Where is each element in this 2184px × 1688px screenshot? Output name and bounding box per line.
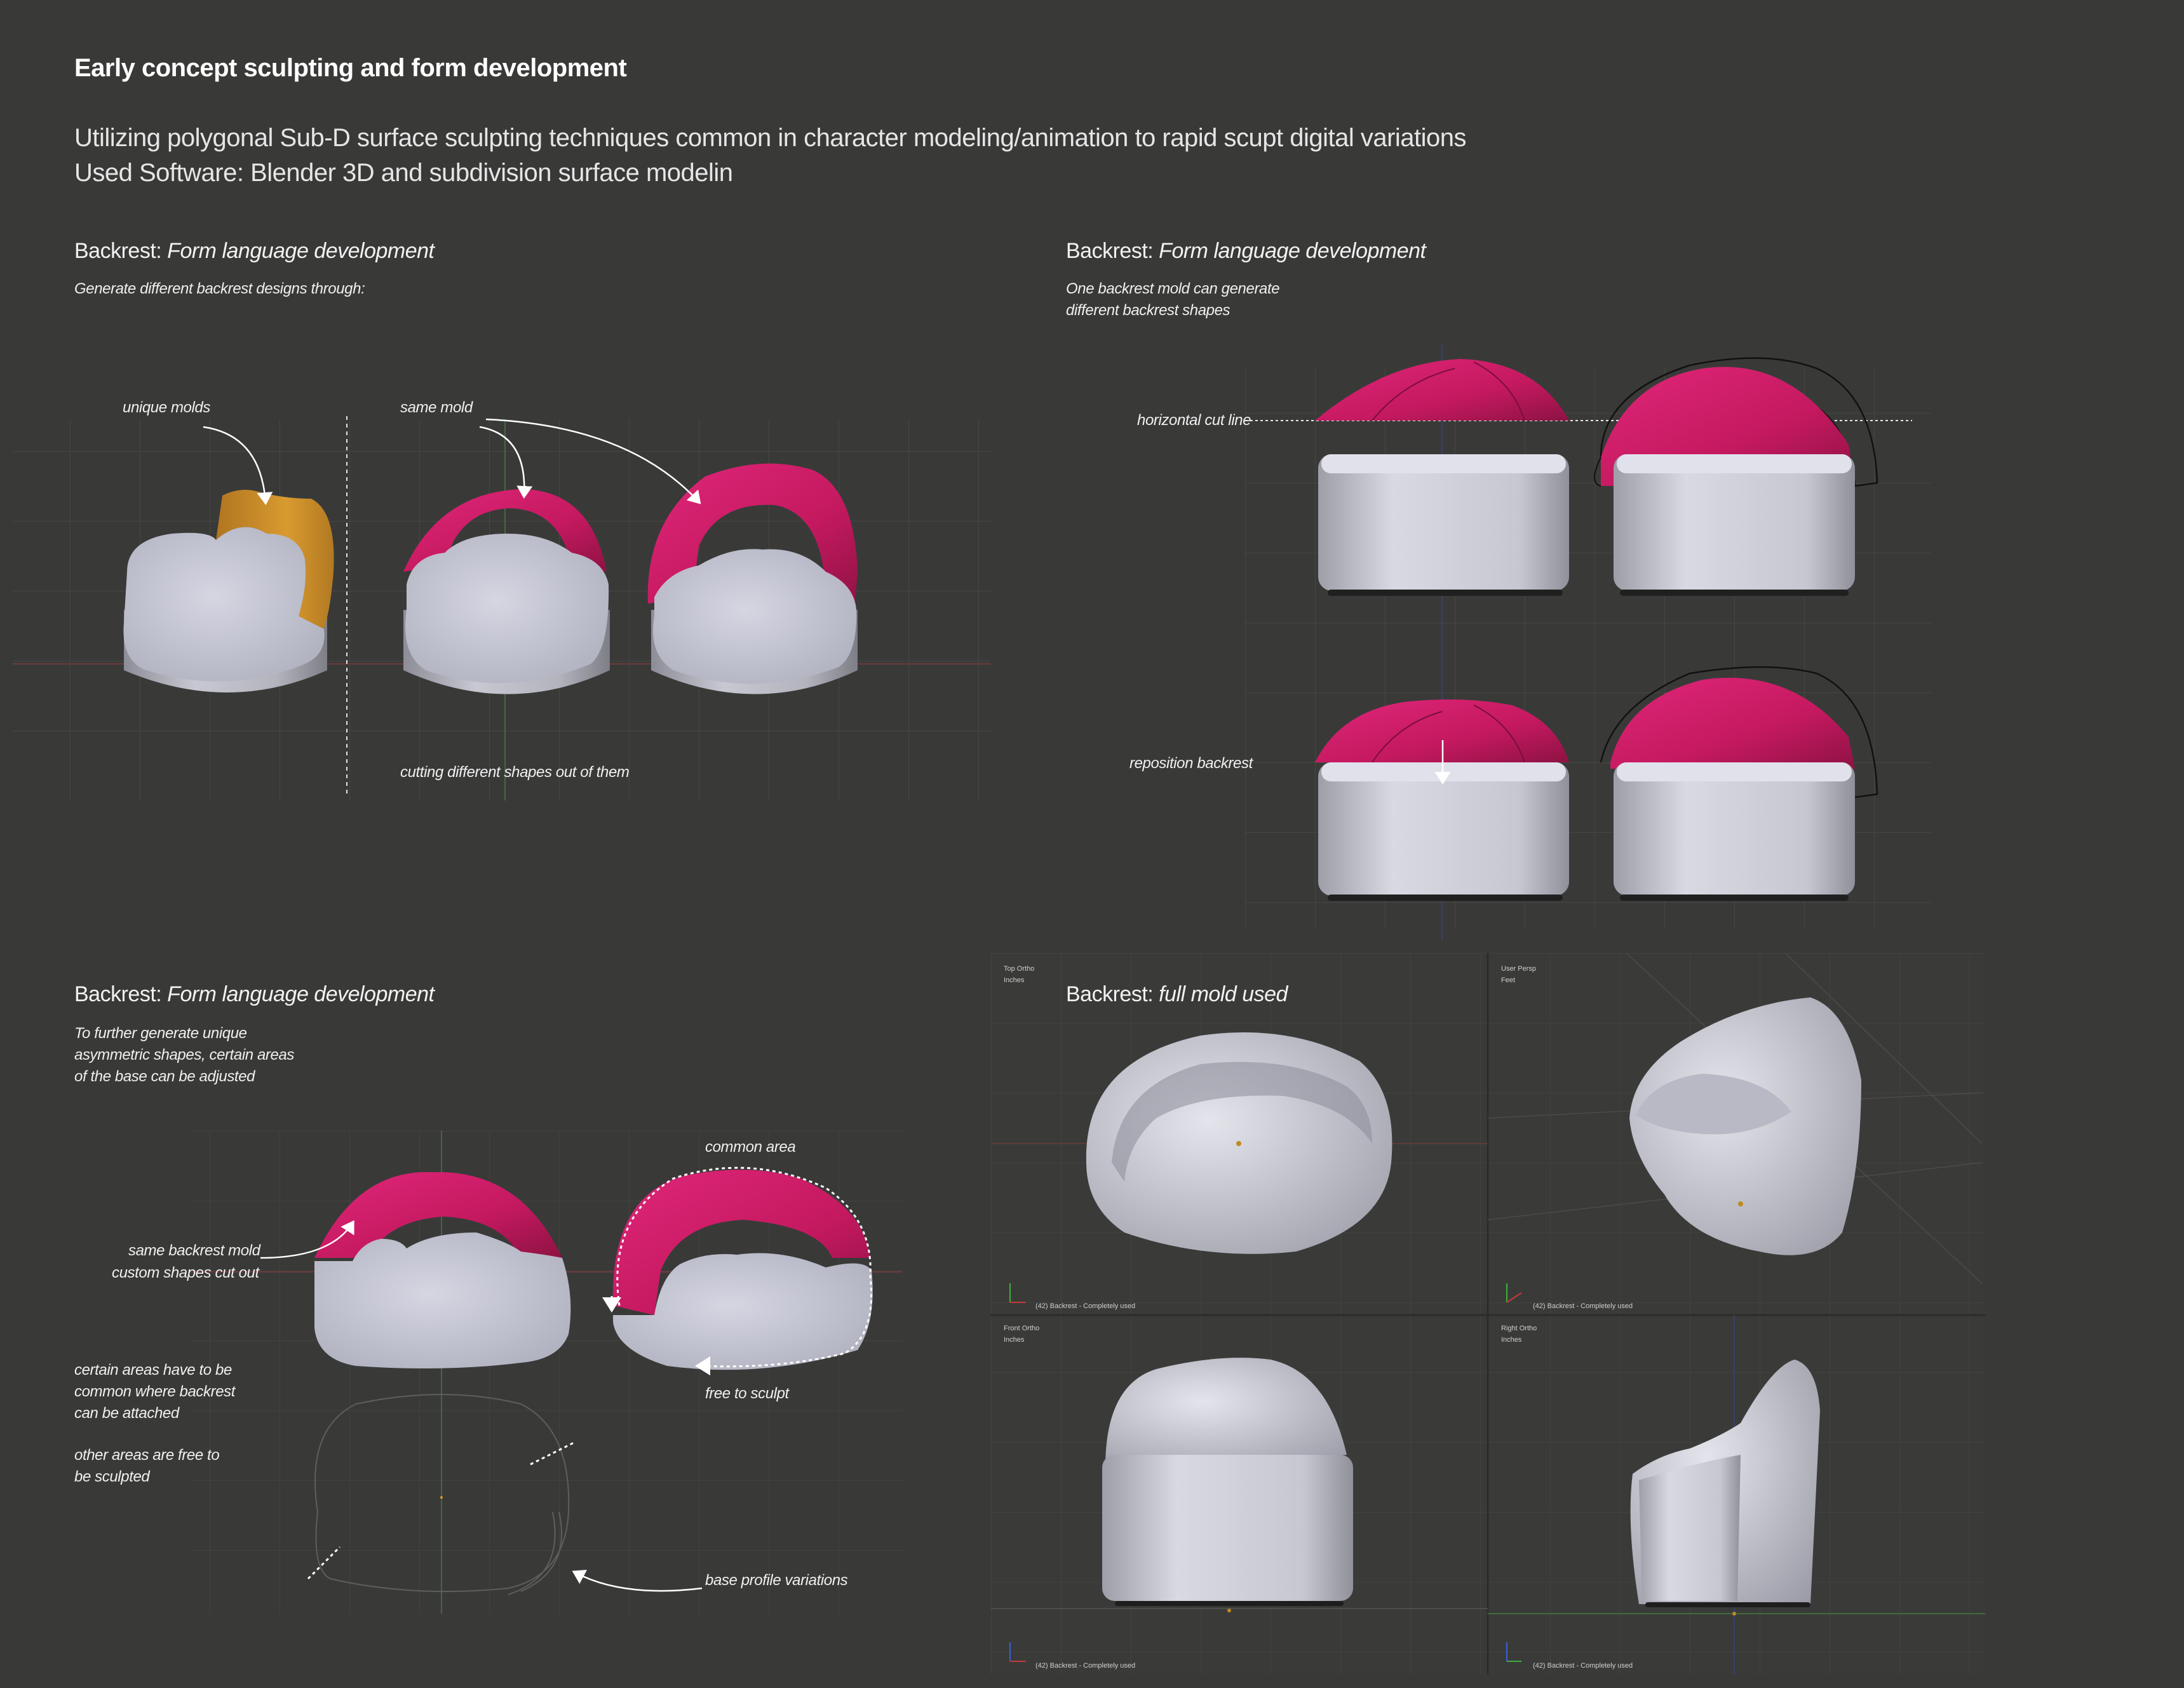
label-cutting-shapes: cutting different shapes out of them	[400, 764, 630, 781]
viewport-name: User Persp	[1501, 965, 1537, 973]
section-heading-italic: Form language development	[1159, 239, 1426, 263]
mold-bottom-left	[1315, 699, 1569, 901]
viewport-unit: Inches	[1004, 1336, 1025, 1344]
viewport-status-front: (42) Backrest - Completely used	[1035, 1662, 1136, 1670]
note-line: certain areas have to be	[74, 1361, 232, 1379]
label-base-profile-variations: base profile variations	[705, 1572, 848, 1589]
note-free-areas: other areas are free to be sculpted	[74, 1445, 220, 1488]
section-heading-bl: Backrest: Form language development	[74, 982, 435, 1007]
section-heading-prefix: Backrest:	[1066, 982, 1159, 1006]
section-heading-prefix: Backrest:	[1066, 239, 1159, 263]
viewport-name: Right Ortho	[1501, 1325, 1537, 1332]
viewport-top-ortho[interactable]: Top Ortho Inches	[1004, 963, 1034, 986]
label-free-to-sculpt: free to sculpt	[705, 1385, 789, 1402]
br-viewports	[991, 952, 1985, 1674]
section-heading-prefix: Backrest:	[74, 239, 168, 263]
section-heading-italic: Form language development	[167, 239, 435, 263]
section-note-bl: To further generate unique asymmetric sh…	[74, 1023, 294, 1088]
viewport-top-chair	[991, 1032, 1488, 1254]
tr-illustration	[1245, 343, 1931, 940]
note-line: common where backrest	[74, 1383, 236, 1400]
note-line: different backrest shapes	[1066, 302, 1230, 319]
label-same-backrest-mold: same backrest mold	[128, 1242, 260, 1259]
mold-top-left	[1315, 359, 1569, 596]
note-common-areas: certain areas have to be common where ba…	[74, 1360, 235, 1424]
label-common-area: common area	[705, 1138, 796, 1156]
viewport-persp-chair	[1487, 952, 1983, 1284]
viewport-right-chair	[1488, 1315, 1985, 1674]
viewport-unit: Inches	[1004, 976, 1025, 984]
viewport-user-persp[interactable]: User Persp Feet	[1501, 963, 1536, 986]
base-profile-wireframe	[307, 1394, 576, 1595]
section-heading-tr: Backrest: Form language development	[1066, 239, 1426, 264]
label-custom-shapes: custom shapes cut out	[112, 1264, 259, 1281]
viewport-front-chair	[991, 1358, 1488, 1612]
viewport-unit: Inches	[1501, 1336, 1522, 1344]
viewport-status-top: (42) Backrest - Completely used	[1035, 1302, 1136, 1310]
tl-illustration	[13, 416, 991, 800]
note-line: other areas are free to	[74, 1447, 220, 1464]
label-same-mold: same mold	[400, 399, 473, 416]
chair-custom-cut-b	[602, 1166, 873, 1375]
viewport-name: Front Ortho	[1004, 1325, 1040, 1332]
section-heading-tl: Backrest: Form language development	[74, 239, 435, 264]
mold-top-right	[1594, 357, 1878, 596]
note-line: asymmetric shapes, certain areas	[74, 1046, 295, 1063]
chair-custom-cut-a	[314, 1171, 571, 1368]
chair-orange-mold	[123, 490, 334, 692]
note-line: To further generate unique	[74, 1025, 247, 1042]
label-reposition-backrest: reposition backrest	[1129, 755, 1253, 772]
mold-bottom-right	[1600, 666, 1878, 901]
axis-gizmos	[1009, 1283, 1522, 1662]
bl-illustration	[191, 1131, 902, 1614]
section-heading-prefix: Backrest:	[74, 982, 168, 1006]
label-unique-molds: unique molds	[123, 399, 210, 416]
note-line: of the base can be adjusted	[74, 1068, 255, 1085]
page-title: Early concept sculpting and form develop…	[74, 54, 627, 82]
note-line: be sculpted	[74, 1468, 150, 1485]
page-subtitle-line1: Utilizing polygonal Sub-D surface sculpt…	[74, 124, 1467, 152]
viewport-front-ortho[interactable]: Front Ortho Inches	[1004, 1323, 1039, 1346]
section-note-tr: One backrest mold can generate different…	[1066, 278, 1280, 321]
section-heading-br: Backrest: full mold used	[1066, 982, 1288, 1007]
viewport-name: Top Ortho	[1004, 965, 1035, 973]
note-line: One backrest mold can generate	[1066, 280, 1280, 297]
viewport-status-right: (42) Backrest - Completely used	[1533, 1662, 1633, 1670]
label-horizontal-cut-line: horizontal cut line	[1137, 412, 1251, 429]
section-heading-italic: Form language development	[167, 982, 435, 1006]
page-subtitle-line2: Used Software: Blender 3D and subdivisio…	[74, 159, 733, 187]
viewport-status-persp: (42) Backrest - Completely used	[1533, 1302, 1633, 1310]
chair-magenta-mold-a	[403, 489, 610, 694]
section-note-tl: Generate different backrest designs thro…	[74, 280, 365, 297]
section-heading-italic: full mold used	[1159, 982, 1288, 1006]
note-line: can be attached	[74, 1405, 179, 1422]
viewport-unit: Feet	[1501, 976, 1516, 984]
viewport-right-ortho[interactable]: Right Ortho Inches	[1501, 1323, 1537, 1346]
